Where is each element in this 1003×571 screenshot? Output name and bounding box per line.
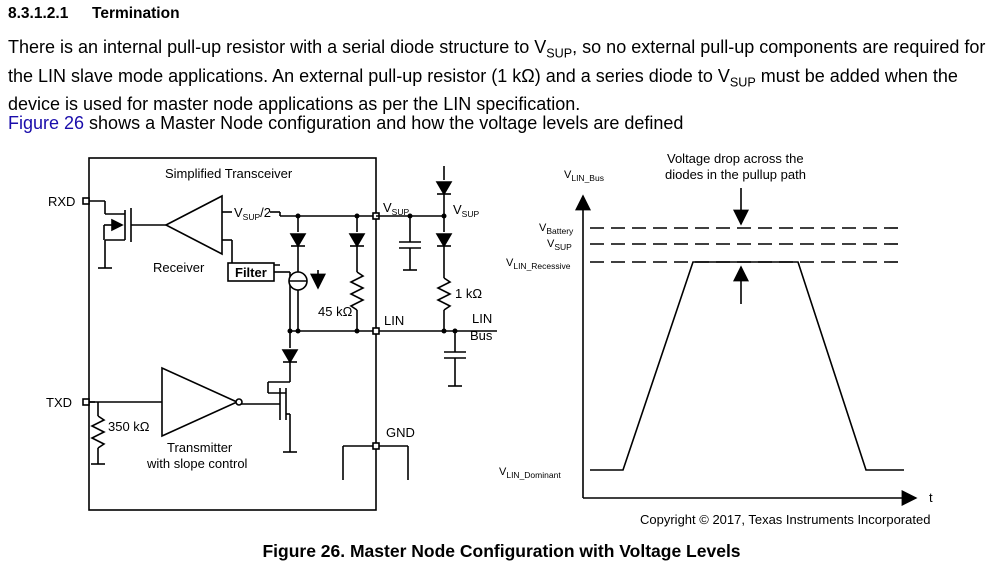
x-axis-label: t: [929, 490, 933, 505]
paragraph-text-2: , so no external pull-up components are …: [8, 37, 986, 86]
vsup-pin-label: VSUP: [383, 200, 409, 217]
section-heading: 8.3.1.2.1 Termination: [8, 5, 180, 23]
y-axis-label: VLIN_Bus: [564, 169, 604, 183]
vbattery-label: VBattery: [539, 222, 574, 236]
r45k-label: 45 kΩ: [318, 304, 353, 319]
vsup-level-label: VSUP: [547, 238, 572, 252]
rxd-pin: [82, 197, 90, 205]
lin-bus-waveform: [590, 261, 904, 471]
figure-caption: Figure 26. Master Node Configuration wit…: [262, 541, 741, 561]
lin-bus-label-1: LIN: [472, 311, 492, 326]
copyright-notice: Copyright © 2017, Texas Instruments Inco…: [640, 512, 930, 527]
txd-pin: [82, 398, 90, 406]
annotation-line-1: Voltage drop across the: [667, 151, 804, 166]
txd-label: TXD: [46, 395, 72, 410]
vsup-half-label: VSUP/2: [234, 205, 271, 222]
vsup-subscript: SUP: [546, 46, 573, 61]
r1k-label: 1 kΩ: [455, 286, 482, 301]
figure-reference-text: shows a Master Node configuration and ho…: [84, 113, 684, 133]
annotation-line-2: diodes in the pullup path: [665, 167, 806, 182]
receiver-comparator: [164, 194, 223, 256]
lin-pin-label: LIN: [384, 313, 404, 328]
voltage-waveform: [575, 188, 918, 506]
transmitter-label-2: with slope control: [146, 456, 248, 471]
lin-bus-label-2: Bus: [470, 328, 493, 343]
lin-pin: [372, 327, 380, 335]
resistor-350k: [90, 415, 106, 449]
transmitter-driver: [161, 366, 239, 438]
resistor-45k: [349, 271, 365, 311]
figure-26-diagram: Simplified Transceiver RXD TXD Receiver …: [46, 151, 933, 527]
transceiver-title: Simplified Transceiver: [165, 166, 293, 181]
section-title: Termination: [92, 5, 180, 22]
junction-dots: [287, 213, 458, 334]
receiver-label: Receiver: [153, 260, 205, 275]
rxd-label: RXD: [48, 194, 75, 209]
paragraph-text-3: must be added when the device is used fo…: [8, 65, 958, 115]
vsup-ext-label: VSUP: [453, 202, 479, 219]
filter-label: Filter: [235, 265, 267, 280]
vlin-recessive-label: VLIN_Recessive: [506, 257, 571, 271]
section-number: 8.3.1.2.1: [8, 5, 69, 22]
paragraph-text-1: There is an internal pull-up resistor wi…: [8, 37, 547, 57]
gnd-pin: [372, 442, 380, 450]
figure-reference-line: Figure 26 shows a Master Node configurat…: [8, 113, 683, 134]
vsup-subscript: SUP: [729, 75, 756, 90]
transceiver-schematic: [82, 157, 497, 511]
termination-paragraph: There is an internal pull-up resistor wi…: [8, 36, 998, 115]
r350k-label: 350 kΩ: [108, 419, 150, 434]
figure-26-link[interactable]: Figure 26: [8, 113, 85, 133]
transmitter-label-1: Transmitter: [167, 440, 233, 455]
resistor-1k: [436, 277, 452, 311]
gnd-label: GND: [386, 425, 415, 440]
vlin-dominant-label: VLIN_Dominant: [499, 466, 561, 480]
